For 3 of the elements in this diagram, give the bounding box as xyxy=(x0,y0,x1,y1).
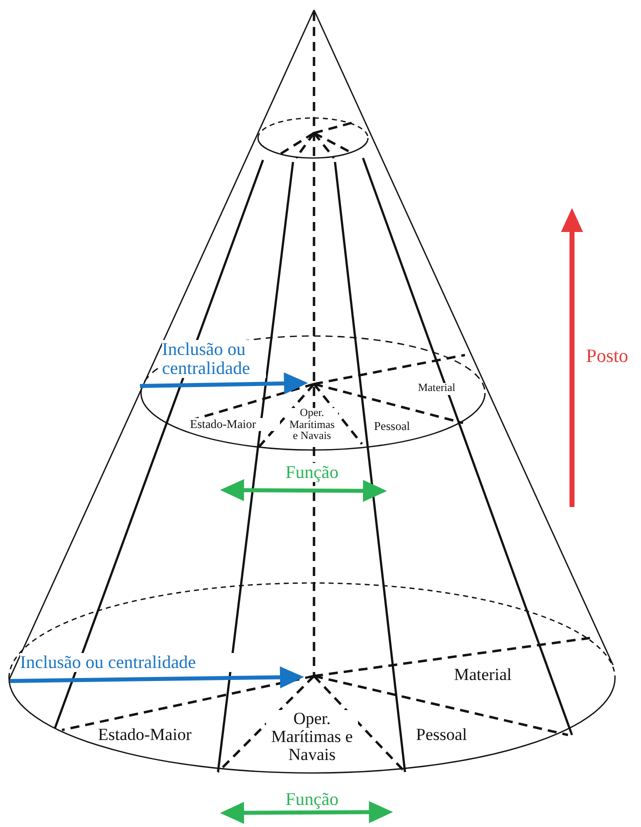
sector-label: Estado-Maior xyxy=(190,418,280,431)
arrow-label: Inclusão ou centralidade xyxy=(162,340,266,378)
sector-label: Oper. Marítimas e Navais xyxy=(286,408,338,443)
